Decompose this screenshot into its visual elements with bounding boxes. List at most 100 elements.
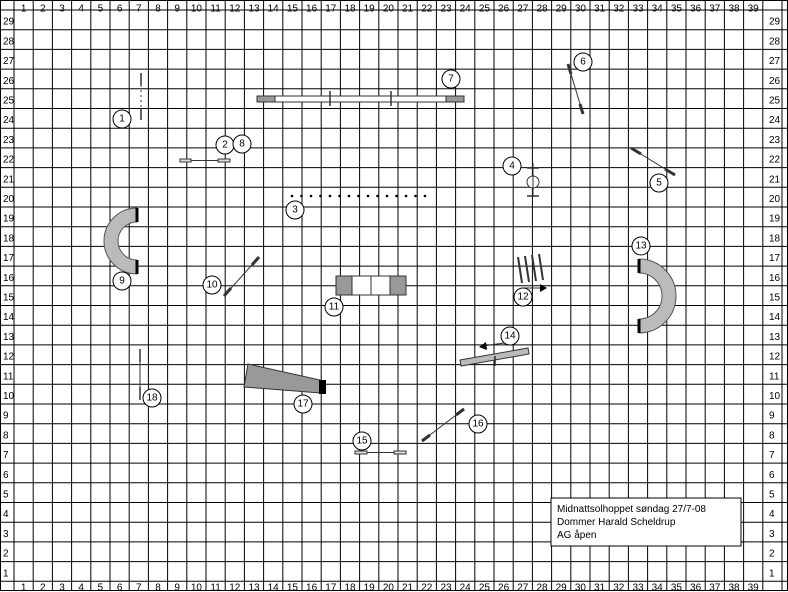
row-label-right: 1 (769, 568, 775, 579)
jump-obstacle-2-8 (179, 158, 231, 163)
class-name: AG åpen (557, 529, 596, 541)
column-label-top: 30 (575, 4, 587, 15)
svg-text:3: 3 (292, 205, 298, 216)
column-label-top: 15 (287, 4, 299, 15)
column-label-bottom: 24 (460, 583, 472, 592)
column-label-top: 31 (594, 4, 606, 15)
column-label-top: 13 (248, 4, 260, 15)
number-marker-8: 8 (232, 134, 252, 154)
number-marker-6: 6 (573, 52, 593, 72)
row-label-left: 28 (3, 36, 15, 47)
column-label-top: 20 (383, 4, 395, 15)
column-label-bottom: 21 (402, 583, 414, 592)
row-label-left: 5 (3, 490, 9, 501)
svg-text:17: 17 (297, 399, 309, 410)
column-label-bottom: 19 (364, 583, 376, 592)
row-label-right: 12 (769, 352, 781, 363)
row-label-left: 24 (3, 115, 15, 126)
row-label-left: 29 (3, 17, 15, 28)
row-label-left: 2 (3, 549, 9, 560)
svg-text:10: 10 (206, 280, 218, 291)
number-marker-17: 17 (293, 394, 313, 414)
number-marker-14: 14 (500, 326, 520, 346)
svg-text:9: 9 (119, 276, 125, 287)
row-label-right: 23 (769, 135, 781, 146)
column-label-top: 7 (136, 4, 142, 15)
column-label-bottom: 4 (78, 583, 84, 592)
column-label-bottom: 1 (21, 583, 27, 592)
column-label-bottom: 16 (306, 583, 318, 592)
row-label-right: 11 (769, 371, 780, 382)
column-label-top: 33 (632, 4, 644, 15)
column-label-bottom: 22 (421, 583, 433, 592)
column-label-bottom: 25 (479, 583, 491, 592)
judge-name: Dommer Harald Scheldrup (557, 517, 676, 528)
column-label-top: 38 (728, 4, 740, 15)
row-label-left: 13 (3, 332, 15, 343)
column-label-bottom: 27 (517, 583, 529, 592)
column-label-top: 3 (59, 4, 65, 15)
row-label-right: 26 (769, 76, 781, 87)
column-label-top: 19 (364, 4, 376, 15)
column-label-top: 27 (517, 4, 529, 15)
row-labels-left: 2928272625242322212019181716151413121110… (3, 17, 15, 580)
column-label-top: 1 (21, 4, 27, 15)
column-label-top: 26 (498, 4, 510, 15)
svg-text:8: 8 (239, 139, 245, 150)
column-label-bottom: 17 (325, 583, 337, 592)
column-label-bottom: 35 (671, 583, 683, 592)
svg-text:18: 18 (146, 393, 158, 404)
column-label-bottom: 28 (536, 583, 548, 592)
jump-obstacle-16 (421, 407, 465, 443)
number-marker-2: 2 (215, 135, 235, 155)
column-label-bottom: 3 (59, 583, 65, 592)
row-label-right: 9 (769, 411, 775, 422)
column-label-top: 5 (98, 4, 104, 15)
column-label-top: 17 (325, 4, 337, 15)
column-label-bottom: 29 (556, 583, 568, 592)
column-label-top: 18 (344, 4, 356, 15)
svg-text:11: 11 (329, 302, 340, 313)
column-label-top: 34 (652, 4, 664, 15)
row-label-right: 10 (769, 391, 781, 402)
column-label-top: 22 (421, 4, 433, 15)
row-label-right: 15 (769, 293, 781, 304)
column-label-bottom: 31 (594, 583, 606, 592)
row-label-left: 10 (3, 391, 15, 402)
column-label-top: 23 (440, 4, 452, 15)
row-label-right: 20 (769, 194, 781, 205)
tunnel-obstacle-13 (637, 258, 677, 334)
row-label-right: 7 (769, 450, 775, 461)
column-label-top: 8 (155, 4, 161, 15)
row-label-left: 26 (3, 76, 15, 87)
tyre-obstacle (526, 163, 540, 197)
column-label-top: 16 (306, 4, 318, 15)
column-label-bottom: 15 (287, 583, 299, 592)
course-info-box: Midnattsolhoppet søndag 27/7-08 Dommer H… (550, 497, 742, 547)
row-labels-right: 2928272625242322212019181716151413121110… (769, 17, 781, 580)
column-label-bottom: 33 (632, 583, 644, 592)
number-marker-16: 16 (468, 414, 488, 434)
row-label-left: 4 (3, 509, 9, 520)
column-label-bottom: 8 (155, 583, 161, 592)
column-label-top: 39 (748, 4, 760, 15)
jump-obstacle-15 (354, 450, 407, 455)
row-label-left: 27 (3, 56, 15, 67)
column-label-bottom: 32 (613, 583, 625, 592)
jump-obstacle-6 (566, 63, 585, 115)
row-label-left: 6 (3, 470, 9, 481)
row-label-left: 11 (3, 371, 14, 382)
column-label-top: 4 (78, 4, 84, 15)
column-label-bottom: 37 (709, 583, 721, 592)
column-label-bottom: 7 (136, 583, 142, 592)
svg-text:6: 6 (580, 57, 586, 68)
row-label-left: 15 (3, 293, 15, 304)
number-marker-1: 1 (112, 109, 132, 129)
column-label-bottom: 20 (383, 583, 395, 592)
row-label-right: 29 (769, 17, 781, 28)
number-marker-18: 18 (142, 388, 162, 408)
seesaw-obstacle (459, 342, 530, 367)
column-label-top: 36 (690, 4, 702, 15)
